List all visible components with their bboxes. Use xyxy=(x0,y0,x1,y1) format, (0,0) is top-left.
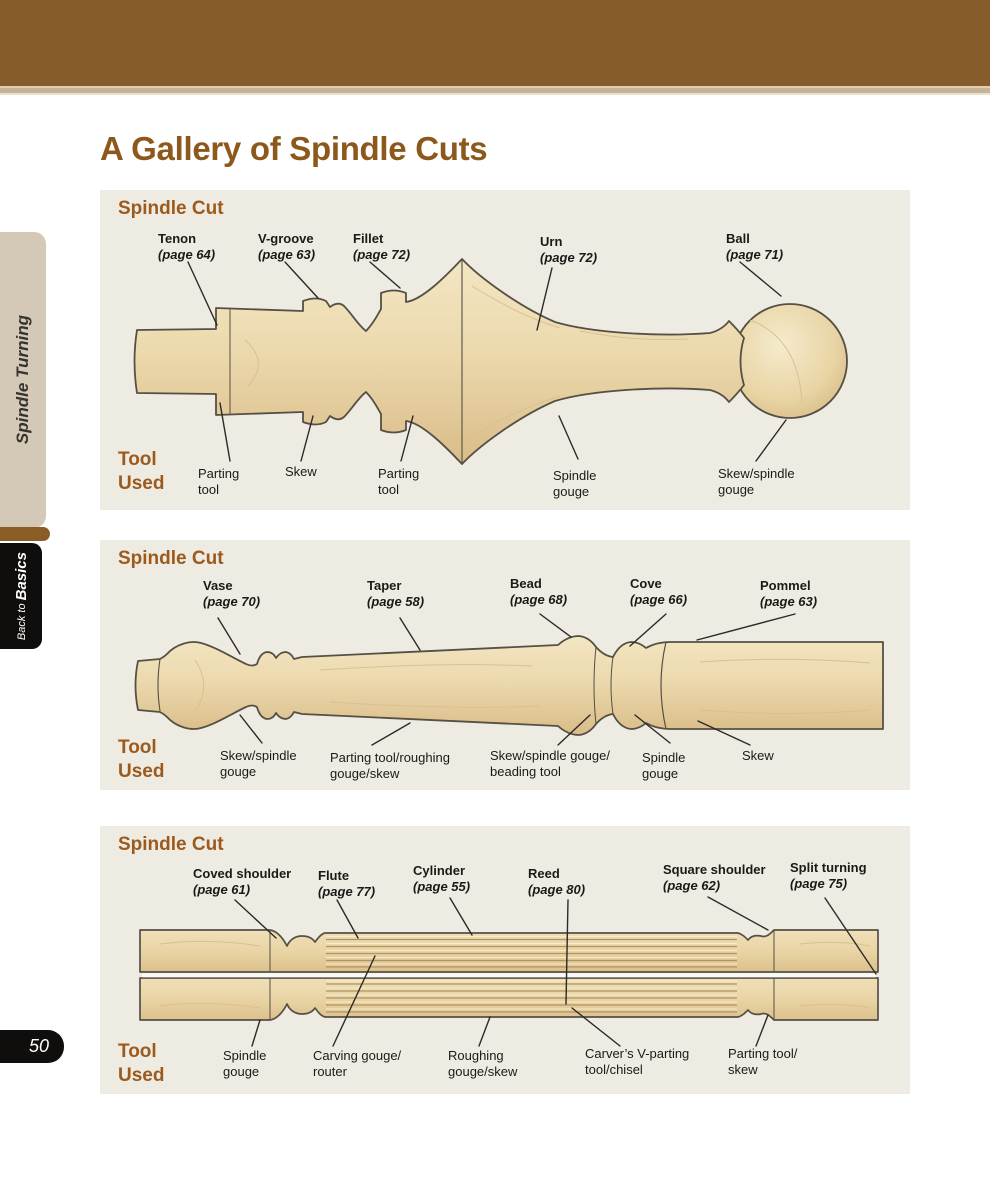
chapter-side-tab: Spindle Turning xyxy=(0,232,46,528)
split-gap xyxy=(142,973,876,978)
spindle-illustration-1 xyxy=(133,258,848,465)
header-strip xyxy=(0,86,990,95)
chapter-side-tab-label: Spindle Turning xyxy=(13,315,32,445)
tool-label-skew-spindle-beading: Skew/spindle gouge/ beading tool xyxy=(490,748,610,779)
tool-label-skew-spindle-gouge: Skew/spindle gouge xyxy=(220,748,297,779)
series-name: Basics xyxy=(12,551,30,601)
tool-label-parting-tool-skew: Parting tool/ skew xyxy=(728,1046,798,1077)
spindle-illustration-2 xyxy=(134,613,884,746)
tool-label-parting-roughing-skew: Parting tool/roughing gouge/skew xyxy=(330,750,450,781)
tool-label-skew: Skew xyxy=(742,748,774,763)
tool-label-spindle-gouge: Spindle gouge xyxy=(553,468,597,499)
cut-label-tenon: Tenon(page 64) xyxy=(158,231,216,262)
cut-label-coved-shoulder: Coved shoulder(page 61) xyxy=(193,866,292,897)
cut-label-vase: Vase(page 70) xyxy=(203,578,261,609)
tool-label-parting-tool-2: Parting tool xyxy=(378,466,420,497)
cut-label-cove: Cove(page 66) xyxy=(630,576,688,607)
cut-label-ball: Ball(page 71) xyxy=(726,231,784,262)
sidebar-divider xyxy=(0,527,50,541)
panel-heading: Spindle Cut xyxy=(118,834,224,855)
reeds-bottom-highlight xyxy=(326,980,737,1010)
cut-label-bead: Bead(page 68) xyxy=(510,576,568,607)
cut-label-square-shoulder: Square shoulder(page 62) xyxy=(663,862,766,893)
tool-label-parting-tool: Parting tool xyxy=(198,466,240,497)
cut-label-urn: Urn(page 72) xyxy=(540,234,598,265)
spindle-body xyxy=(133,258,745,465)
cut-label-cylinder: Cylinder(page 55) xyxy=(413,863,471,894)
spindle-illustration-3 xyxy=(139,896,879,1047)
cut-label-taper: Taper(page 58) xyxy=(367,578,425,609)
series-prefix: Back to xyxy=(15,600,28,641)
series-side-tab-label: Back to Basics xyxy=(13,552,30,640)
cut-label-flute: Flute(page 77) xyxy=(318,868,376,899)
leader-lines xyxy=(217,613,796,746)
panel-heading: Spindle Cut xyxy=(118,548,224,569)
tool-label-carvers-v-parting: Carver’s V-parting tool/chisel xyxy=(585,1046,690,1077)
cut-label-reed: Reed(page 80) xyxy=(528,866,586,897)
cut-label-fillet: Fillet(page 72) xyxy=(353,231,411,262)
cut-label-split-turning: Split turning(page 75) xyxy=(790,860,867,891)
series-side-tab: Back to Basics xyxy=(0,543,42,649)
flutes-top xyxy=(326,938,737,968)
ball-cut xyxy=(732,303,848,419)
tool-used-heading: Tool Used xyxy=(118,449,165,494)
tool-label-spindle-gouge: Spindle gouge xyxy=(642,750,686,781)
spindle-body xyxy=(134,635,884,736)
leader-lines xyxy=(234,896,877,1047)
tool-used-heading: Tool Used xyxy=(118,737,165,782)
panel-heading: Spindle Cut xyxy=(118,198,224,219)
page-number: 50 xyxy=(28,1036,49,1056)
tool-label-skew: Skew xyxy=(285,464,317,479)
page-title: A Gallery of Spindle Cuts xyxy=(100,130,488,167)
header-bar xyxy=(0,0,990,86)
leader-lines xyxy=(187,261,787,462)
tool-label-roughing-gouge-skew: Roughing gouge/skew xyxy=(448,1048,518,1079)
tool-used-heading: Tool Used xyxy=(118,1041,165,1086)
flutes-top-highlight xyxy=(326,936,737,965)
cut-label-v-groove: V-groove(page 63) xyxy=(258,231,316,262)
tool-label-spindle-gouge: Spindle gouge xyxy=(223,1048,267,1079)
cut-label-pommel: Pommel(page 63) xyxy=(760,578,818,609)
spindle-panel-3: Spindle Cut Coved shoulder(page 61) Flut… xyxy=(100,826,910,1094)
tool-label-skew-spindle-gouge: Skew/spindle gouge xyxy=(718,466,795,497)
tool-label-carving-gouge-router: Carving gouge/ router xyxy=(313,1048,402,1079)
spindle-panel-2: Spindle Cut Vase(page 70) Taper(page 58)… xyxy=(100,540,910,790)
reeds-bottom xyxy=(326,983,737,1013)
page-number-tab: 50 xyxy=(0,1030,64,1063)
spindle-panel-1: Spindle Cut Tenon(page 64) V-groove(page… xyxy=(100,190,910,510)
